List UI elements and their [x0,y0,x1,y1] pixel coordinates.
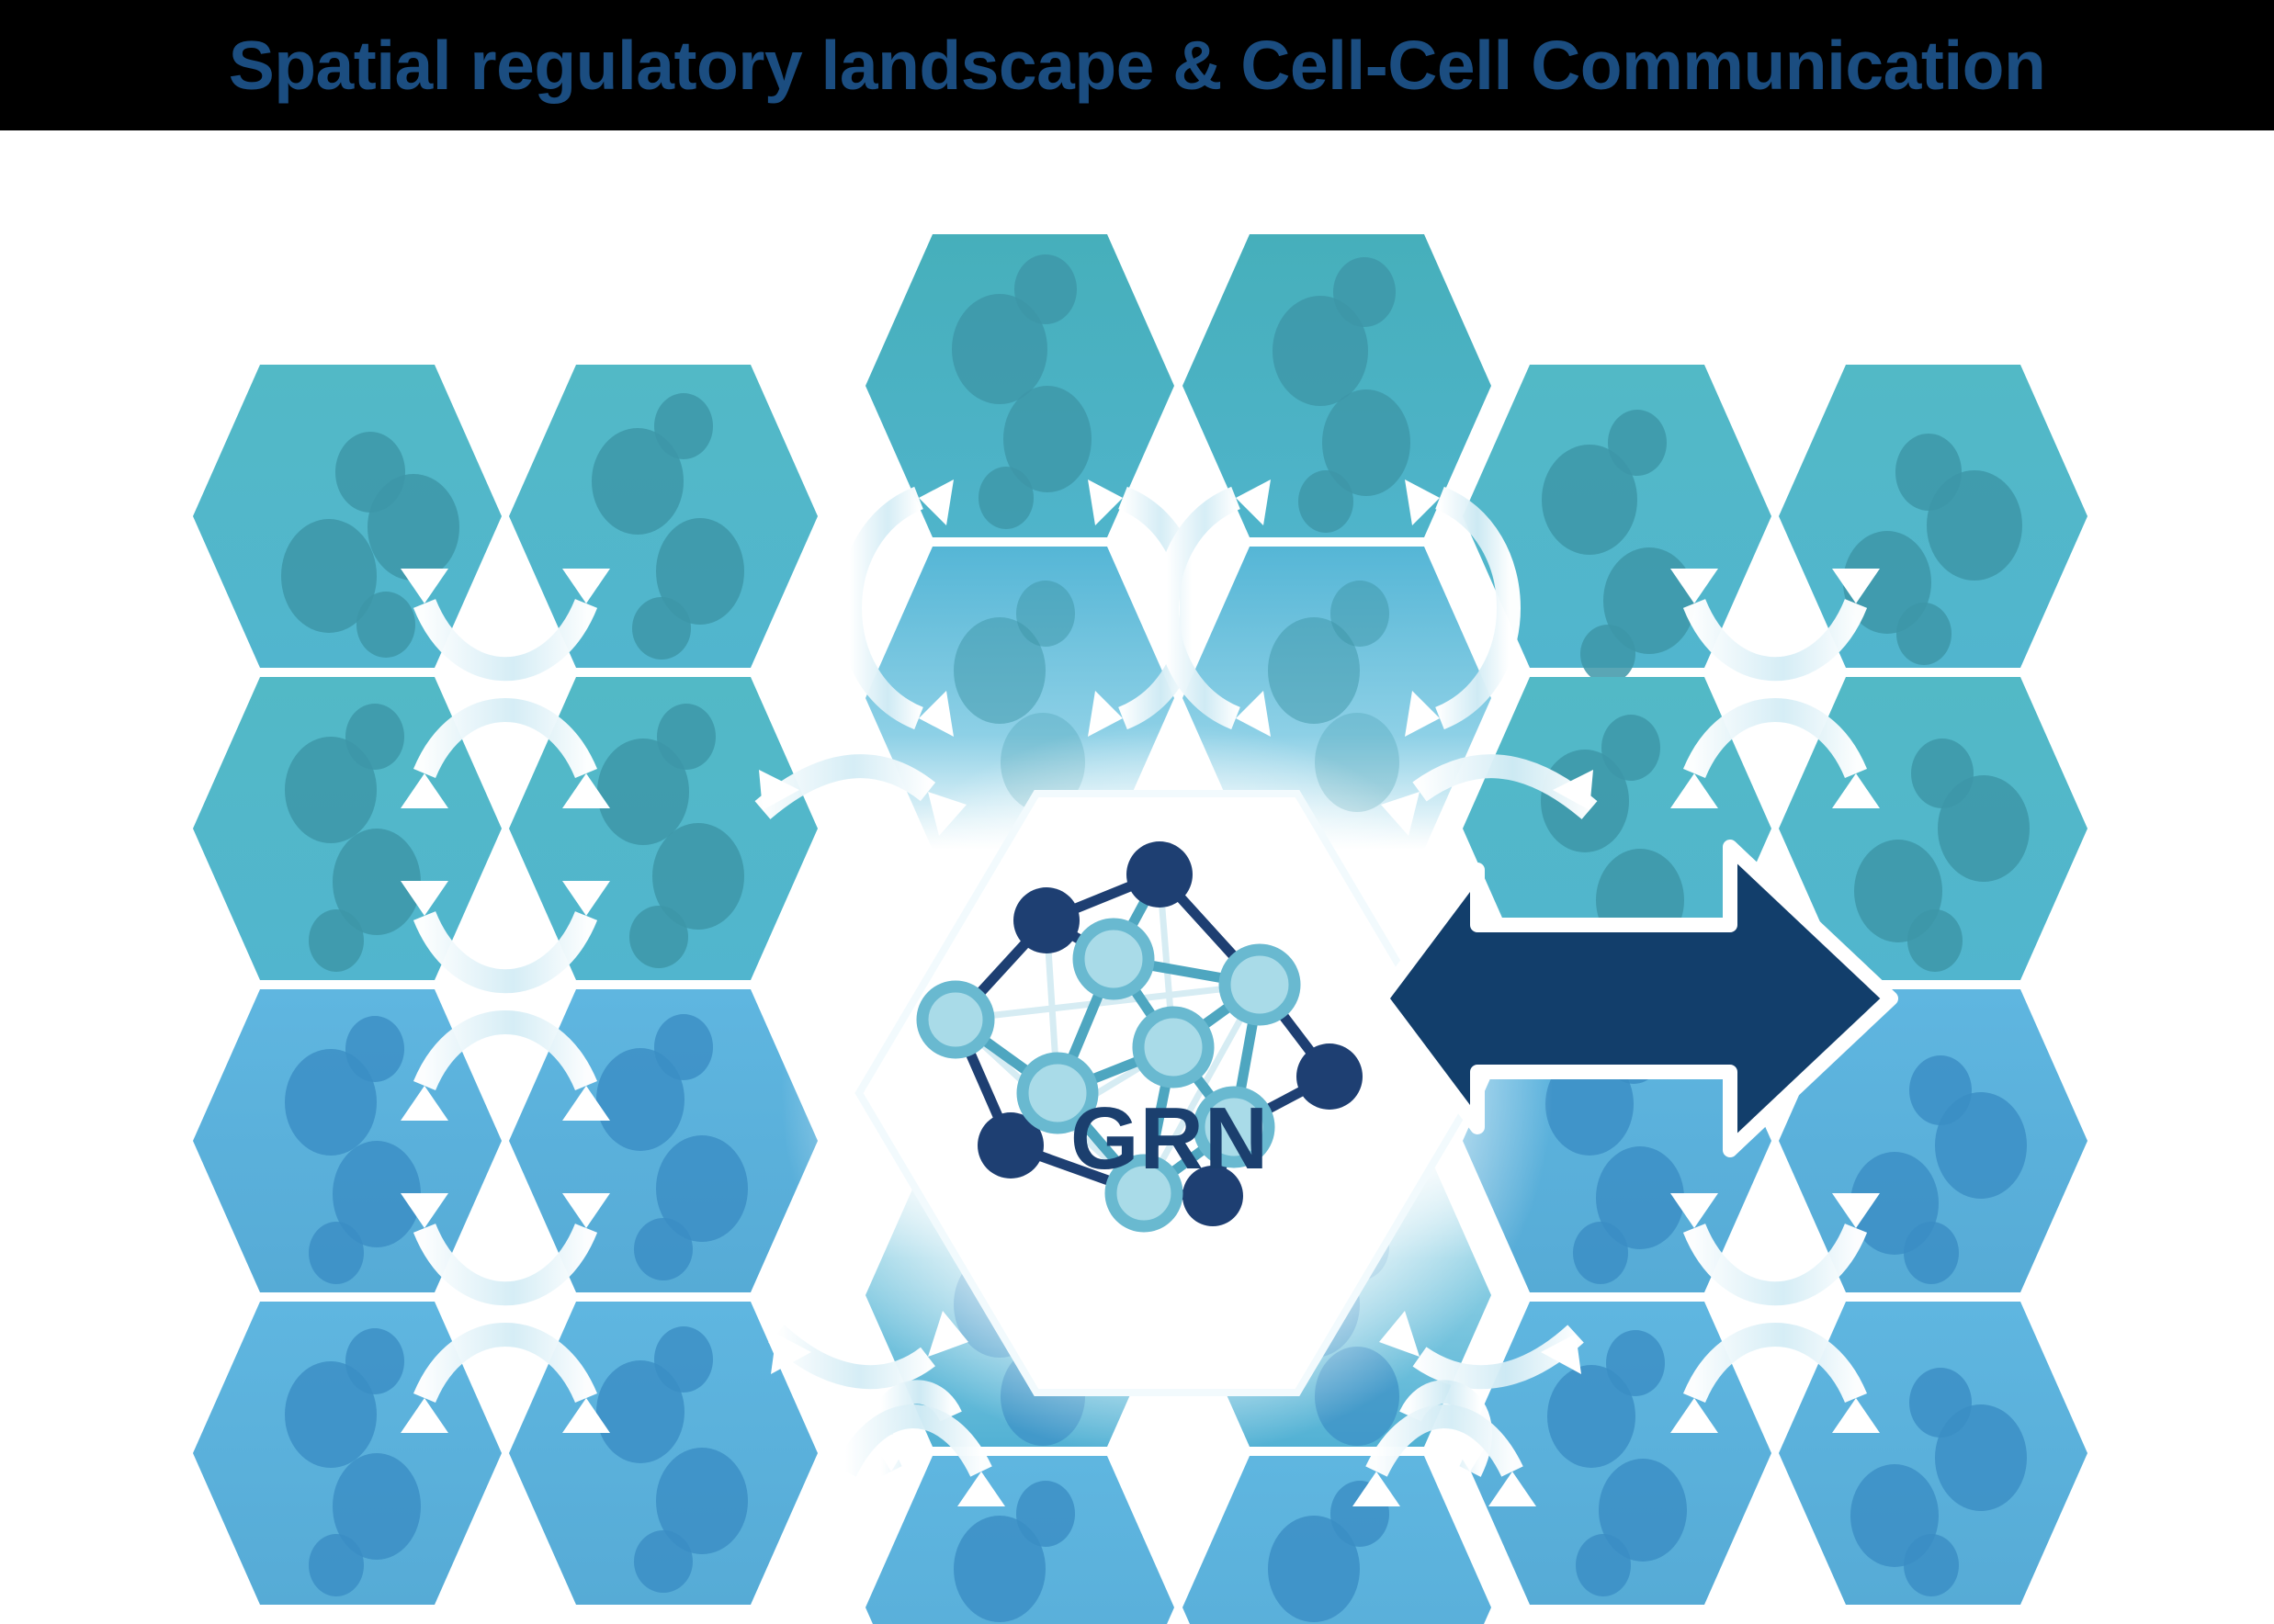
communication-arrow [1352,1404,1536,1506]
communication-arrow [1670,698,1880,808]
hexagon-cell [865,234,1174,537]
communication-arrow-layer [401,479,1880,1506]
communication-arrow [1670,1323,1880,1433]
communication-arrow [401,1010,610,1121]
communication-arrow [1670,569,1880,682]
focus-arrow [1374,840,1898,1157]
hexagon-cell [865,1456,1174,1624]
communication-arrow [401,1323,610,1433]
communication-arrow [1670,1193,1880,1306]
communication-arrow [401,698,610,808]
communication-arrow [401,569,610,682]
spatial-grid-illustration [0,130,2274,1624]
communication-arrow [401,881,610,994]
diagram-canvas: GRN [0,130,2274,1624]
graph-node-light [916,918,1301,1233]
graph-node-navy [978,841,1363,1226]
communication-arrow [1088,479,1204,737]
communication-arrow [1155,479,1271,737]
title-banner: Spatial regulatory landscape & Cell-Cell… [0,0,2274,130]
grn-network-graph [916,841,1363,1233]
communication-arrow [821,1404,1005,1506]
communication-arrow [1405,479,1521,737]
communication-arrow [838,479,954,737]
communication-arrow [401,1193,610,1306]
hexagon-cell [1182,234,1491,537]
grn-label: GRN [1069,1089,1270,1188]
page-title: Spatial regulatory landscape & Cell-Cell… [228,27,2046,104]
communication-arrow [869,1380,962,1477]
hexagon-cell [1182,1456,1491,1624]
